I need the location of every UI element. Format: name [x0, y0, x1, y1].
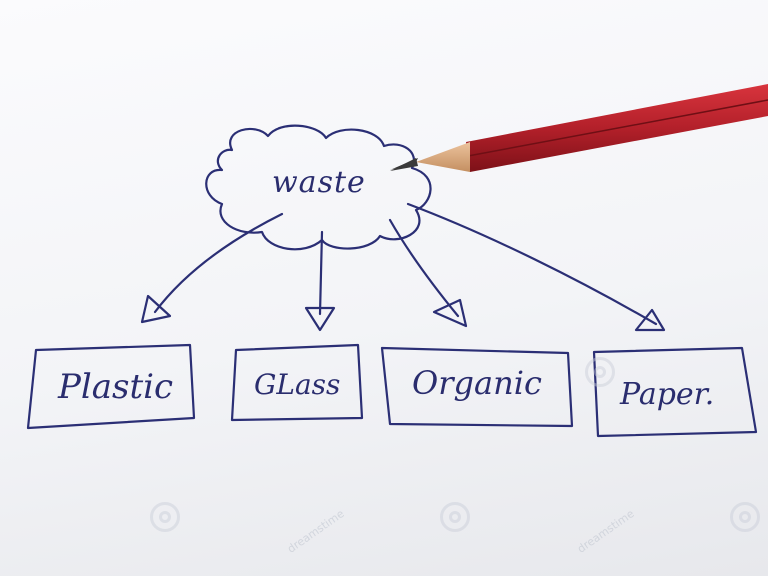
category-box-organic: Organic: [380, 346, 574, 428]
category-box-paper: Paper.: [592, 346, 758, 438]
arrow-4: [406, 202, 666, 332]
watermark-logo: [440, 502, 470, 532]
cloud-shape: [205, 124, 432, 251]
watermark-logo: [730, 502, 760, 532]
category-label-plastic: Plastic: [57, 367, 173, 407]
watermark-logo: [150, 502, 180, 532]
arrow-3: [388, 218, 468, 328]
arrow-2: [304, 230, 336, 332]
category-label-paper: Paper.: [619, 377, 714, 412]
category-box-plastic: Plastic: [26, 343, 196, 430]
root-label: waste: [272, 165, 366, 200]
category-label-glass: GLass: [254, 368, 340, 401]
category-box-glass: GLass: [230, 343, 364, 422]
watermark-logo: [585, 357, 615, 387]
arrow-1: [140, 212, 284, 324]
category-label-organic: Organic: [412, 364, 542, 402]
pencil: [390, 84, 768, 172]
